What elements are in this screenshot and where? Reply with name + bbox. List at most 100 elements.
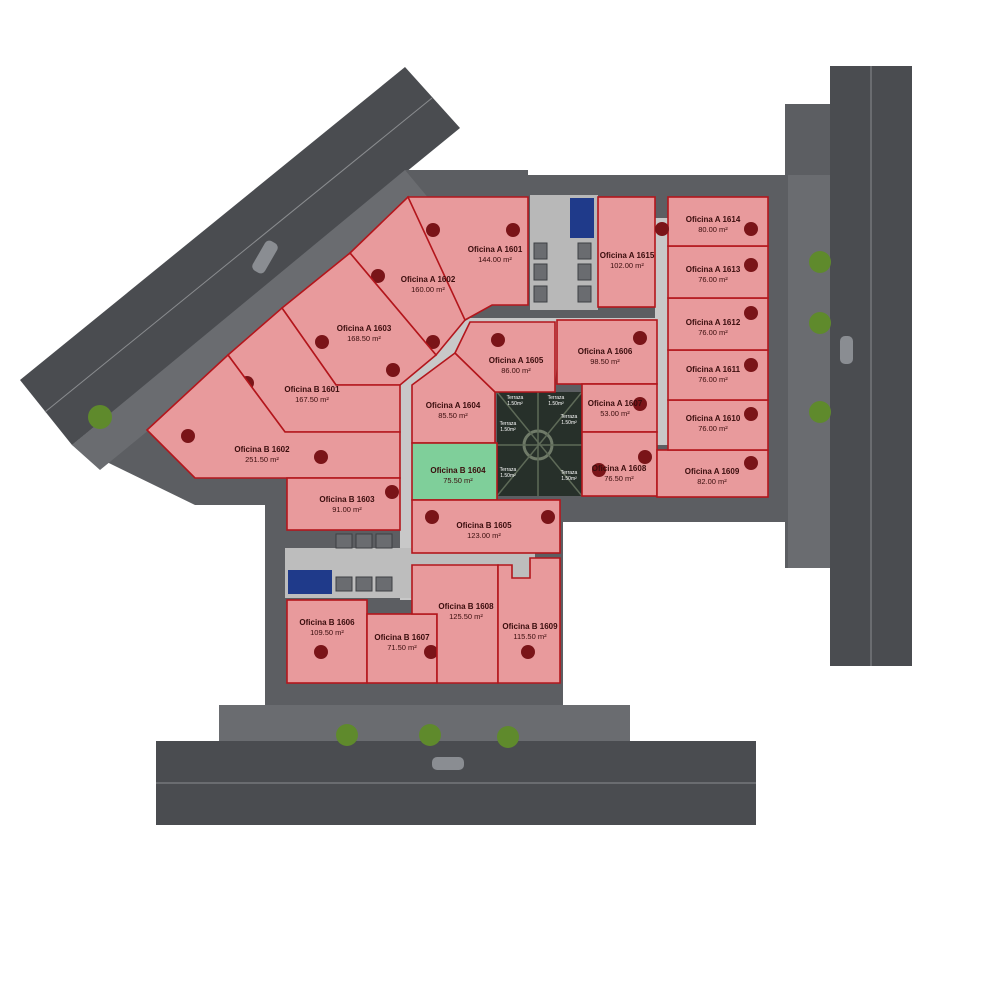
elevator xyxy=(533,285,548,303)
elevator xyxy=(355,576,373,592)
elevator xyxy=(533,242,548,260)
elevator xyxy=(533,263,548,281)
elevator xyxy=(335,576,353,592)
unit-b1607[interactable]: Oficina B 1607 71.50 m² xyxy=(366,613,438,684)
unit-marker xyxy=(638,450,652,464)
unit-name: Oficina B 1605 xyxy=(456,521,512,530)
unit-a1608[interactable]: Oficina A 1608 76.50 m² xyxy=(581,431,658,497)
unit-marker xyxy=(592,463,606,477)
unit-a1612[interactable]: Oficina A 1612 76.00 m² xyxy=(667,297,769,351)
unit-marker xyxy=(744,456,758,470)
unit-name: Oficina A 1615 xyxy=(600,251,655,260)
terraces: Terraza 1.50m² Terraza 1.50m² Terraza 1.… xyxy=(500,395,578,482)
unit-b1603[interactable]: Oficina B 1603 91.00 m² xyxy=(286,477,401,531)
tree-icon xyxy=(419,724,441,746)
unit-marker xyxy=(521,645,535,659)
unit-area: 76.00 m² xyxy=(698,275,728,284)
tree-icon xyxy=(497,726,519,748)
unit-marker xyxy=(633,397,647,411)
terrace-label: Terraza xyxy=(561,470,578,476)
unit-name: Oficina B 1602 xyxy=(234,445,290,454)
unit-shape xyxy=(286,477,401,531)
unit-shape xyxy=(667,349,769,401)
unit-a1615[interactable]: Oficina A 1615 102.00 m² xyxy=(597,196,669,308)
elevator xyxy=(577,242,592,260)
terrace-label: Terraza xyxy=(507,395,524,401)
unit-name: Oficina B 1607 xyxy=(374,633,430,642)
sidewalk-east xyxy=(788,175,830,568)
terrace-label: Terraza xyxy=(500,467,517,473)
unit-marker xyxy=(371,269,385,283)
unit-shape xyxy=(411,351,496,444)
unit-a1607[interactable]: Oficina A 1607 53.00 m² xyxy=(581,383,658,433)
office-units: Oficina A 1601 144.00 m² Oficina A 1602 … xyxy=(145,195,769,684)
terrace-label: Terraza xyxy=(500,421,517,427)
elevator xyxy=(335,533,353,549)
unit-marker xyxy=(181,429,195,443)
unit-area: 75.50 m² xyxy=(443,476,473,485)
unit-a1614[interactable]: Oficina A 1614 80.00 m² xyxy=(667,196,769,247)
restroom-icon xyxy=(570,198,594,238)
unit-area: 144.00 m² xyxy=(478,255,512,264)
tree-icon xyxy=(809,251,831,273)
unit-name: Oficina A 1612 xyxy=(686,318,741,327)
diagonal-road xyxy=(20,67,460,445)
unit-name: Oficina A 1608 xyxy=(592,464,647,473)
unit-shape xyxy=(667,245,769,299)
unit-marker xyxy=(744,358,758,372)
unit-b1605[interactable]: Oficina B 1605 123.00 m² xyxy=(411,499,561,554)
terrace-area: 1.50m² xyxy=(561,476,577,482)
unit-a1610[interactable]: Oficina A 1610 76.00 m² xyxy=(667,399,769,451)
car-icon xyxy=(432,757,464,770)
unit-shape xyxy=(556,319,658,385)
unit-marker xyxy=(744,407,758,421)
terrace-label: Terraza xyxy=(548,395,565,401)
unit-name: Oficina A 1610 xyxy=(686,414,741,423)
unit-name: Oficina A 1604 xyxy=(426,401,481,410)
unit-b1606[interactable]: Oficina B 1606 109.50 m² xyxy=(286,599,368,684)
courtyard xyxy=(496,391,583,497)
unit-shape xyxy=(411,442,498,501)
unit-marker xyxy=(744,258,758,272)
unit-a1606[interactable]: Oficina A 1606 98.50 m² xyxy=(556,319,658,385)
unit-marker xyxy=(314,450,328,464)
unit-name: Oficina B 1606 xyxy=(299,618,355,627)
roads xyxy=(20,66,912,825)
elevator xyxy=(577,263,592,281)
terrace-area: 1.50m² xyxy=(548,401,564,407)
unit-area: 115.50 m² xyxy=(513,632,547,641)
unit-area: 109.50 m² xyxy=(310,628,344,637)
unit-b1602[interactable]: Oficina B 1602 251.50 m² xyxy=(145,353,401,479)
unit-a1613[interactable]: Oficina A 1613 76.00 m² xyxy=(667,245,769,299)
tree-icon xyxy=(809,401,831,423)
unit-marker xyxy=(315,335,329,349)
unit-area: 91.00 m² xyxy=(332,505,362,514)
unit-area: 160.00 m² xyxy=(411,285,445,294)
unit-a1605[interactable]: Oficina A 1605 86.00 m² xyxy=(454,321,556,393)
unit-a1602[interactable]: Oficina A 1602 160.00 m² xyxy=(348,195,466,357)
unit-name: Oficina A 1602 xyxy=(401,275,456,284)
unit-a1604[interactable]: Oficina A 1604 85.50 m² xyxy=(411,351,496,444)
unit-a1611[interactable]: Oficina A 1611 76.00 m² xyxy=(667,349,769,401)
unit-name: Oficina A 1603 xyxy=(337,324,392,333)
terrace-label: Terraza xyxy=(561,414,578,420)
unit-b1609[interactable]: Oficina B 1609 115.50 m² xyxy=(497,557,561,684)
unit-name: Oficina A 1611 xyxy=(686,365,741,374)
unit-area: 53.00 m² xyxy=(600,409,630,418)
tree-icon xyxy=(88,405,112,429)
elevator xyxy=(375,533,393,549)
unit-marker xyxy=(655,222,669,236)
unit-shape xyxy=(145,353,401,479)
unit-marker xyxy=(426,223,440,237)
terrace-area: 1.50m² xyxy=(500,427,516,433)
unit-marker xyxy=(425,510,439,524)
unit-marker xyxy=(506,223,520,237)
unit-b1604[interactable]: Oficina B 1604 75.50 m² xyxy=(411,442,498,501)
unit-shape xyxy=(581,383,658,433)
unit-a1609[interactable]: Oficina A 1609 82.00 m² xyxy=(656,449,769,498)
cars xyxy=(252,240,853,770)
unit-area: 102.00 m² xyxy=(610,261,644,270)
unit-area: 86.00 m² xyxy=(501,366,531,375)
unit-area: 125.50 m² xyxy=(449,612,483,621)
unit-name: Oficina B 1608 xyxy=(438,602,494,611)
